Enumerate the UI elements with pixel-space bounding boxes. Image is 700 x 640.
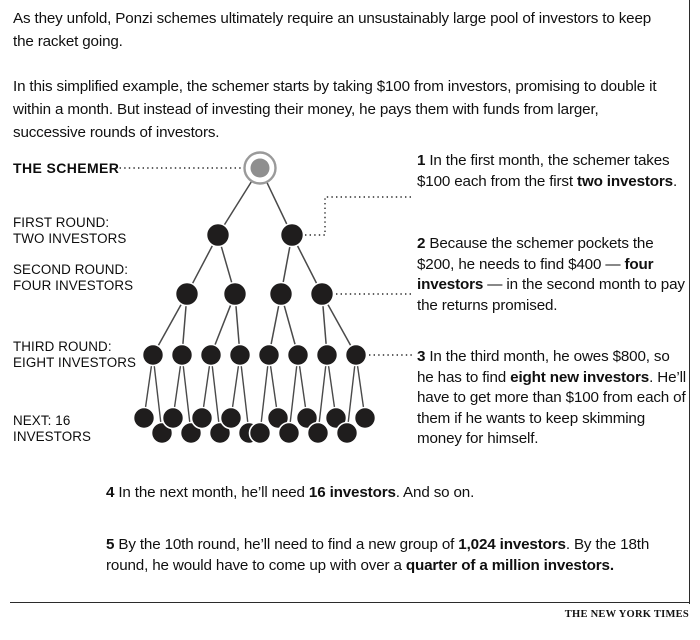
investor-node (266, 406, 290, 430)
tree-edge (235, 305, 240, 345)
schemer-node (250, 158, 270, 178)
schemer-node-ring (243, 151, 277, 185)
tree-edge (182, 305, 187, 345)
tree-edge (231, 365, 240, 408)
tree-edge (270, 305, 280, 345)
investor-node (170, 343, 194, 367)
tree-edge (356, 365, 365, 408)
tree-edge (296, 244, 318, 285)
intro-paragraph-2: In this simplified example, the schemer … (13, 78, 657, 141)
tree-edge (260, 365, 269, 423)
label-second-round: SECOND ROUND: FOUR INVESTORS (13, 262, 134, 293)
tree-edge (157, 303, 183, 347)
investor-node (324, 406, 348, 430)
investor-node (286, 343, 310, 367)
investor-node (277, 421, 301, 445)
tree-edge (283, 304, 296, 346)
tree-node-layer (132, 151, 377, 445)
investor-node (199, 343, 223, 367)
investor-node (179, 421, 203, 445)
tree-edge (144, 365, 153, 408)
tree-edge (298, 365, 307, 408)
tree-edge-layer (144, 180, 365, 423)
investor-node (353, 406, 377, 430)
note-4: 4 In the next month, he’ll need 16 inves… (106, 483, 676, 504)
note-number-5: 5 (106, 536, 115, 553)
investor-node (208, 421, 232, 445)
investor-node (141, 343, 165, 367)
investor-node (190, 406, 214, 430)
dotted-leader-layer (115, 167, 412, 356)
investor-node (344, 343, 368, 367)
investor-node (161, 406, 185, 430)
tree-edge (173, 365, 182, 408)
tree-edge (240, 365, 249, 423)
tree-edge (211, 365, 220, 423)
investor-node (268, 281, 294, 307)
tree-edge (318, 365, 327, 423)
schemer-node-gap (247, 155, 273, 181)
investor-node (309, 281, 335, 307)
tree-edge (202, 365, 211, 408)
note-number-1: 1 (417, 152, 426, 169)
note-body-2: Because the schemer pockets the $200, he… (417, 235, 685, 314)
note-body-5: By the 10th round, he’ll need to find a … (106, 536, 650, 574)
tree-edge (214, 304, 232, 346)
tree-edge (182, 365, 191, 423)
label-the-schemer: THE SCHEMER (13, 160, 120, 176)
tree-edge (282, 246, 291, 283)
tree-edge (223, 180, 253, 226)
tree-edge (327, 365, 336, 408)
tree-edge (289, 365, 298, 423)
label-next-round: NEXT: 16 INVESTORS (13, 413, 92, 444)
investor-node (219, 406, 243, 430)
investor-node (174, 281, 200, 307)
note-2: 2 Because the schemer pockets the $200, … (417, 234, 689, 316)
label-third-round: THIRD ROUND: EIGHT INVESTORS (13, 339, 137, 370)
tree-edge (326, 303, 352, 347)
investor-node (132, 406, 156, 430)
investor-node (279, 222, 305, 248)
tree-edge (153, 365, 162, 423)
investor-node (228, 343, 252, 367)
investor-node (315, 343, 339, 367)
label-first-round: FIRST ROUND: TWO INVESTORS (13, 215, 127, 246)
investor-node (237, 421, 261, 445)
note-number-2: 2 (417, 235, 426, 252)
note-1: 1 In the first month, the schemer takes … (417, 151, 685, 192)
intro-paragraph-1: As they unfold, Ponzi schemes ultimately… (13, 10, 652, 50)
footer-divider (10, 602, 690, 603)
tree-edge (191, 244, 214, 285)
investor-node (335, 421, 359, 445)
tree-edge (347, 365, 356, 423)
tree-edge (322, 305, 327, 345)
note-3: 3 In the third month, he owes $800, so h… (417, 347, 689, 450)
right-border-rule (689, 0, 690, 604)
nyt-credit: THE NEW YORK TIMES (564, 609, 689, 620)
note-number-4: 4 (106, 484, 115, 501)
investor-node (295, 406, 319, 430)
investor-node (248, 421, 272, 445)
tree-edge (220, 245, 233, 284)
leader-first-round (305, 196, 412, 236)
investor-node (205, 222, 231, 248)
investor-node (306, 421, 330, 445)
note-body-3: In the third month, he owes $800, so he … (417, 348, 687, 448)
note-5: 5 By the 10th round, he’ll need to find … (106, 535, 681, 576)
investor-node (222, 281, 248, 307)
tree-edge (266, 181, 288, 225)
note-number-3: 3 (417, 348, 426, 365)
investor-node (150, 421, 174, 445)
investor-node (257, 343, 281, 367)
tree-edge (269, 365, 278, 408)
note-body-4: In the next month, he’ll need 16 investo… (114, 484, 475, 501)
note-body-1: In the first month, the schemer takes $1… (417, 152, 678, 190)
